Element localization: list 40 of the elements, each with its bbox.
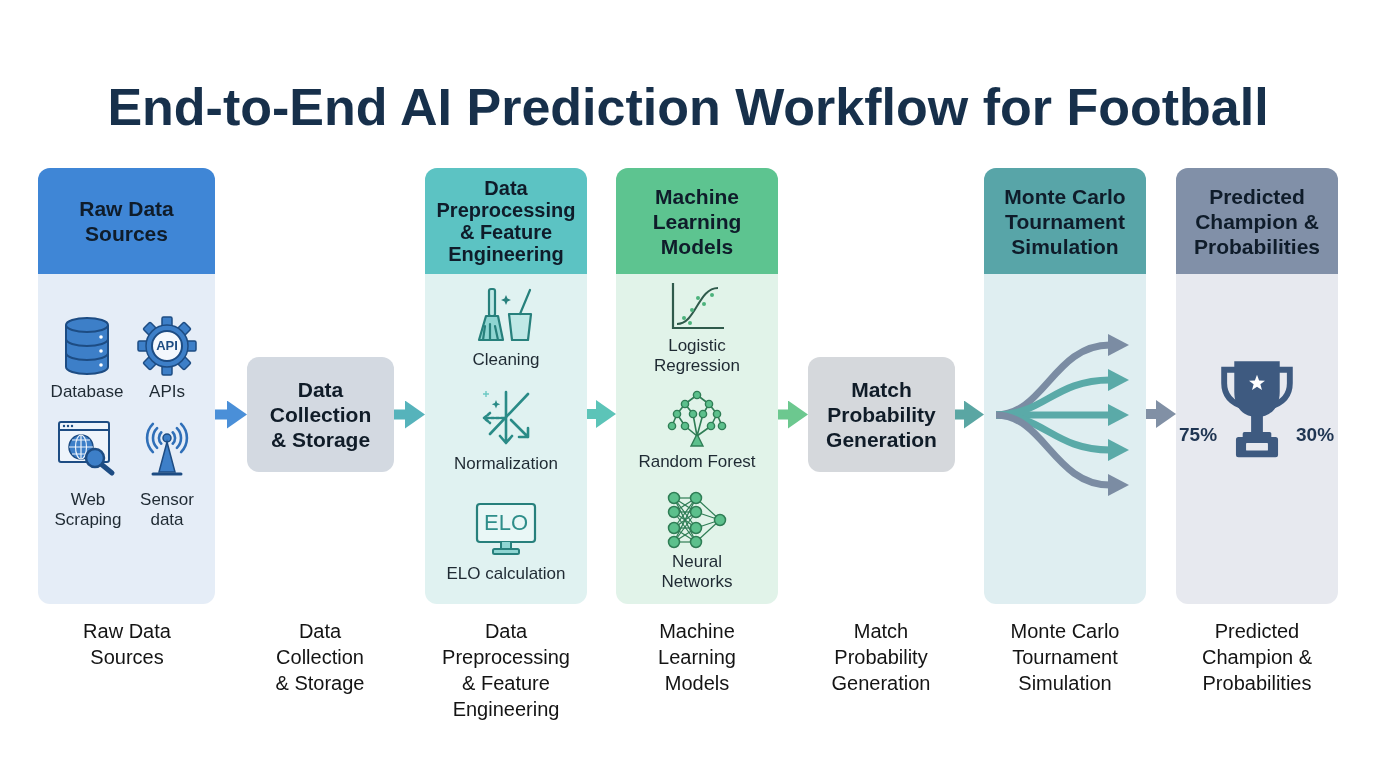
item-label: Random Forest <box>637 452 757 472</box>
percentage-label: 30% <box>1296 424 1335 446</box>
stage-column <box>38 168 215 604</box>
stage-caption: Data Collection & Storage <box>274 619 366 696</box>
item-label: Logistic Regression <box>653 336 741 376</box>
process-box: Match Probability Generation <box>808 357 955 472</box>
stage-caption: Machine Learning Models <box>657 619 737 696</box>
stage-caption: Data Preprocessing & Feature Engineering <box>441 619 571 722</box>
item-label: Cleaning <box>472 350 540 370</box>
percentage-label: 75% <box>1179 424 1218 446</box>
process-box: Data Collection & Storage <box>247 357 394 472</box>
stage-column <box>984 168 1146 604</box>
column-heading: Data Preprocessing & Feature Engineering <box>425 168 587 274</box>
item-label: ELO calculation <box>446 564 566 584</box>
stage-caption: Predicted Champion & Probabilities <box>1200 619 1314 696</box>
item-label: Normalization <box>454 454 558 474</box>
stage-column <box>616 168 778 604</box>
title: End-to-End AI Prediction Workflow for Football <box>107 77 1269 137</box>
stage-column <box>425 168 587 604</box>
arrow <box>955 400 984 429</box>
item-label: Database <box>50 382 124 402</box>
icon-text: ELO <box>484 510 528 536</box>
arrow <box>215 400 247 429</box>
item-label: Web Scraping <box>53 490 123 530</box>
arrow <box>1146 400 1176 428</box>
column-heading: Monte Carlo Tournament Simulation <box>984 168 1146 274</box>
item-label: Sensor data <box>139 490 195 530</box>
arrow <box>587 400 616 428</box>
item-label: APIs <box>149 382 185 402</box>
column-heading: Machine Learning Models <box>616 168 778 274</box>
column-heading: Raw Data Sources <box>38 168 215 274</box>
item-label: Neural Networks <box>660 552 734 592</box>
column-heading: Predicted Champion & Probabilities <box>1176 168 1338 274</box>
stage-caption: Raw Data Sources <box>82 619 172 670</box>
arrow <box>394 400 425 429</box>
icon-text: API <box>156 339 178 353</box>
stage-column <box>1176 168 1338 604</box>
stage-caption: Match Probability Generation <box>830 619 932 696</box>
arrow <box>778 400 808 429</box>
stage-caption: Monte Carlo Tournament Simulation <box>1009 619 1121 696</box>
